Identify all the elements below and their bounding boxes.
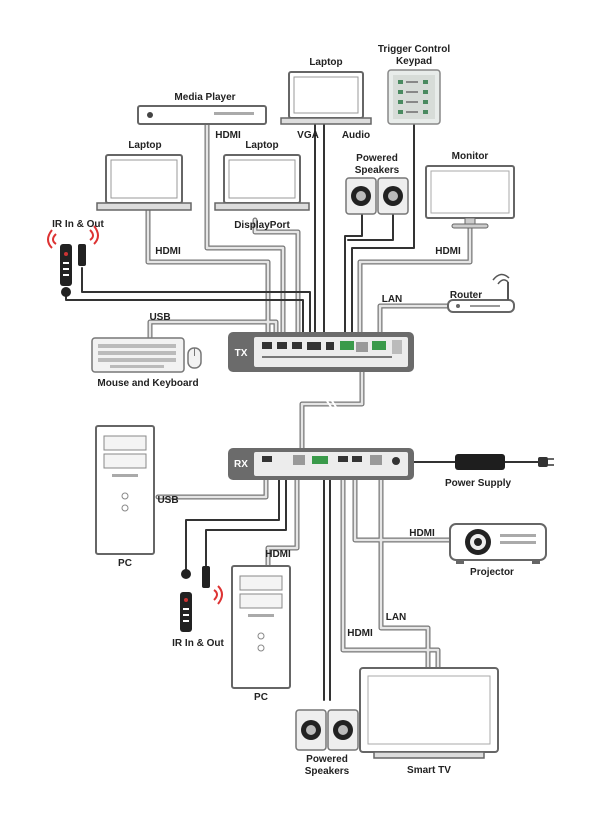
tx-label: TX <box>235 348 248 359</box>
lan-rx-label: LAN <box>386 612 407 623</box>
mouse-keyboard-label: Mouse and Keyboard <box>97 378 198 389</box>
pc-bottom-icon <box>231 565 291 689</box>
tx-unit <box>228 332 414 372</box>
powered-speakers-top-label-1: Powered <box>356 153 398 164</box>
ir-bottom-icon <box>180 566 223 632</box>
laptop-left-icon <box>96 154 192 211</box>
hdmi-pc-label: HDMI <box>265 549 291 560</box>
projector-icon <box>449 523 547 564</box>
smart-tv-icon <box>359 667 499 759</box>
monitor-icon <box>425 165 515 229</box>
trigger-keypad-label-1: Trigger Control <box>378 44 450 55</box>
laptop-mid-icon <box>214 154 310 211</box>
ir-top-icon <box>47 225 99 297</box>
projector-label: Projector <box>470 567 514 578</box>
powered-speakers-top-label-2: Speakers <box>355 165 400 176</box>
displayport-label: DisplayPort <box>234 220 290 231</box>
router-label: Router <box>450 290 482 301</box>
hdmi-media-label: HDMI <box>215 130 241 141</box>
ir-bottom-label: IR In & Out <box>172 638 224 649</box>
powered-speakers-bottom-icon <box>295 709 359 751</box>
pc-left-label: PC <box>118 558 132 569</box>
usb-pc-label: USB <box>157 495 178 506</box>
laptop-mid-label: Laptop <box>245 140 278 151</box>
ir-top-label: IR In & Out <box>52 219 104 230</box>
cables <box>65 117 541 701</box>
media-player-label: Media Player <box>174 92 235 103</box>
usb-top-label: USB <box>149 312 170 323</box>
powered-speakers-top-icon <box>345 177 409 215</box>
rx-label: RX <box>234 459 248 470</box>
pc-bottom-label: PC <box>254 692 268 703</box>
audio-label: Audio <box>342 130 370 141</box>
pc-left-icon <box>95 425 155 555</box>
smart-tv-label: Smart TV <box>407 765 451 776</box>
monitor-label: Monitor <box>452 151 489 162</box>
laptop-top-icon <box>280 71 372 125</box>
hdmi-tv-label: HDMI <box>347 628 373 639</box>
powered-speakers-bottom-label-1: Powered <box>306 754 348 765</box>
laptop-top-label: Laptop <box>309 57 342 68</box>
hdmi-laptop-left-label: HDMI <box>155 246 181 257</box>
mouse-icon <box>187 347 202 369</box>
power-supply-label: Power Supply <box>445 478 512 489</box>
laptop-left-label: Laptop <box>128 140 161 151</box>
trigger-keypad-label-2: Keypad <box>396 56 432 67</box>
router-icon <box>447 273 515 313</box>
keyboard-icon <box>91 337 185 373</box>
hdmi-projector-label: HDMI <box>409 528 435 539</box>
hdmi-monitor-label: HDMI <box>435 246 461 257</box>
vga-label: VGA <box>297 130 319 141</box>
lan-tx-label: LAN <box>382 294 403 305</box>
rx-unit <box>228 448 414 480</box>
trigger-keypad <box>387 69 441 125</box>
power-supply-icon <box>455 454 554 470</box>
media-player-icon <box>137 105 267 125</box>
powered-speakers-bottom-label-2: Speakers <box>305 766 350 777</box>
